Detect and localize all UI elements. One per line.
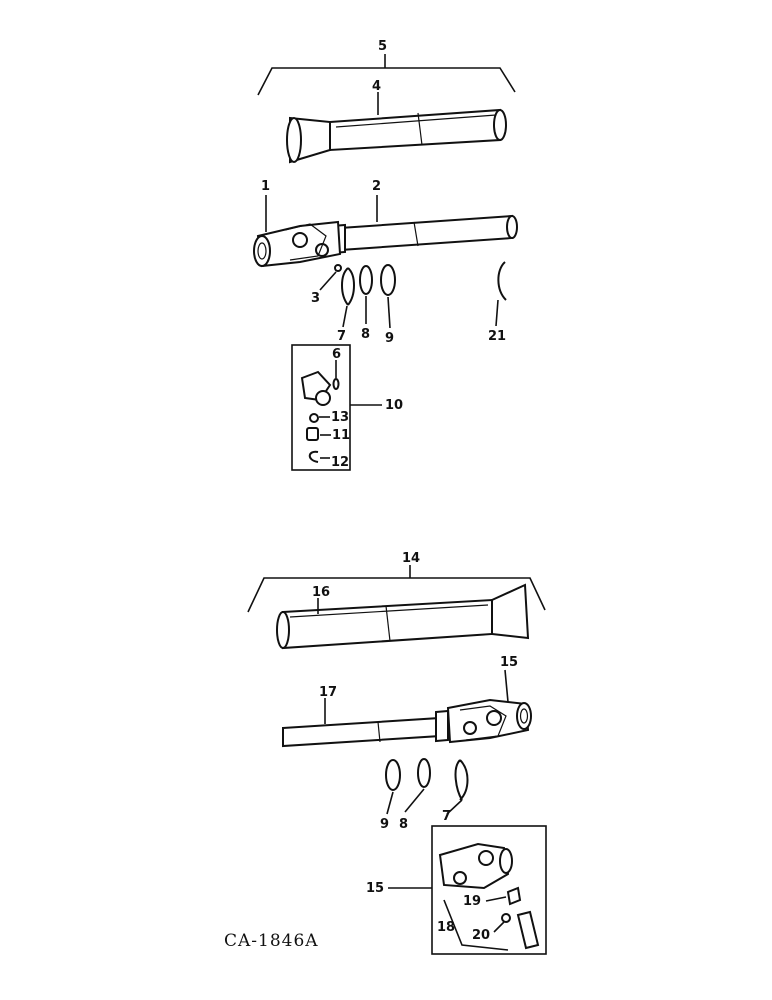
bracket-5	[257, 54, 516, 96]
part-2-inner-tube	[331, 214, 518, 255]
part-7-snap-ring-bottom	[454, 759, 469, 801]
callout-14: 14	[402, 551, 420, 566]
callout-15-top: 15	[500, 655, 518, 670]
part-3-grease-fitting	[334, 264, 342, 272]
callout-7-top: 7	[337, 329, 346, 344]
part-8-ring-bottom	[417, 758, 431, 788]
part-1-yoke-assembly	[253, 220, 342, 268]
callout-11: 11	[332, 428, 350, 443]
bracket-18	[443, 899, 509, 951]
part-9-ring	[380, 264, 396, 296]
callout-6: 6	[332, 347, 341, 362]
part-8-ring	[359, 265, 373, 295]
part-9-ring-bottom	[385, 759, 401, 791]
callout-19: 19	[463, 894, 481, 909]
callout-2: 2	[372, 179, 381, 194]
callout-8-top: 8	[361, 327, 370, 342]
callout-7-bottom: 7	[442, 809, 451, 824]
callout-9-top: 9	[385, 331, 394, 346]
callout-16: 16	[312, 585, 330, 600]
callout-8-bottom: 8	[399, 817, 408, 832]
kit-box-15	[431, 825, 547, 955]
callout-9-bottom: 9	[380, 817, 389, 832]
callout-3: 3	[311, 291, 320, 306]
callout-4: 4	[372, 79, 381, 94]
bracket-14	[247, 565, 546, 613]
part-7-snap-ring	[341, 267, 355, 306]
callout-21: 21	[488, 329, 506, 344]
part-17-inner-tube	[282, 709, 449, 748]
part-21-snap-ring	[497, 261, 507, 301]
part-16-shield-tube	[276, 583, 530, 650]
callout-12: 12	[331, 455, 349, 470]
part-15-yoke-top	[446, 698, 532, 744]
part-4-shield-tube	[286, 108, 507, 164]
callout-17: 17	[319, 685, 337, 700]
callout-13: 13	[331, 410, 349, 425]
callout-20: 20	[472, 928, 490, 943]
kit-box-10	[291, 344, 351, 471]
callout-10: 10	[385, 398, 403, 413]
callout-18: 18	[437, 920, 455, 935]
callout-5: 5	[378, 39, 387, 54]
callout-15-bottom: 15	[366, 881, 384, 896]
callout-1: 1	[261, 179, 270, 194]
drawing-code: CA-1846A	[224, 931, 319, 951]
